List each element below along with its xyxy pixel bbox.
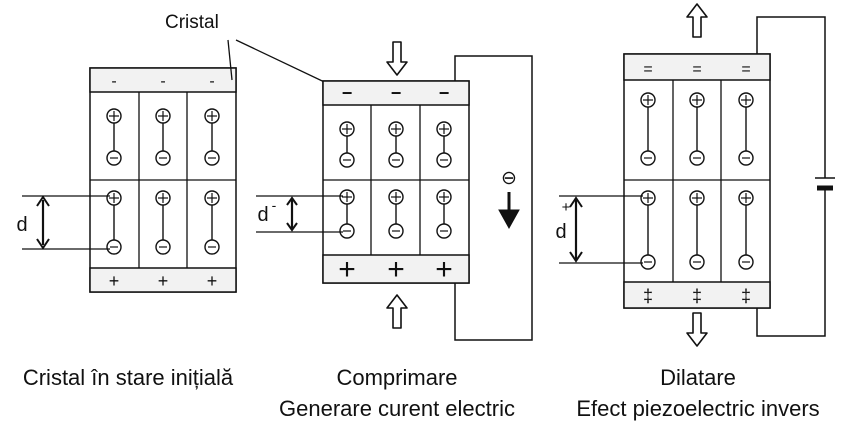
- dipole: [155, 190, 171, 255]
- dipole: [388, 189, 404, 239]
- caption-dilatation-title: Dilatare: [660, 365, 736, 390]
- caption-dilatation-subtitle: Efect piezoelectric invers: [576, 396, 820, 421]
- bottom-sign: +: [387, 253, 405, 286]
- top-electrode: [322, 80, 470, 106]
- top-electrode: [623, 53, 771, 81]
- external-circuit: [756, 16, 826, 337]
- distance-label: d: [16, 214, 27, 236]
- callout-leader: [227, 39, 233, 81]
- bottom-sign: +: [338, 253, 356, 286]
- distance-marker: [22, 195, 110, 250]
- crystal-body: [322, 80, 470, 284]
- bottom-sign: ‡: [741, 286, 751, 306]
- distance-label: d: [257, 204, 268, 226]
- callout-leader: [235, 39, 338, 89]
- distance-label: d: [555, 221, 566, 243]
- caption-initial: Cristal în stare inițială: [22, 365, 234, 390]
- crystal-body: [623, 53, 771, 309]
- top-sign: -: [209, 73, 214, 90]
- dipole: [106, 190, 122, 255]
- top-sign: =: [643, 61, 652, 78]
- dipole: [436, 189, 452, 239]
- distance-plus: +: [562, 199, 571, 216]
- top-sign: =: [741, 61, 750, 78]
- top-sign: -: [111, 73, 116, 90]
- dipole: [106, 108, 122, 166]
- bottom-electrode: [322, 254, 470, 284]
- top-sign: =: [692, 61, 701, 78]
- dipole: [436, 121, 452, 168]
- bottom-sign: +: [435, 253, 453, 286]
- open-arrow-up-icon: [386, 294, 408, 329]
- callout-label: Cristal: [165, 12, 219, 33]
- dipole: [155, 108, 171, 166]
- dipole: [640, 190, 656, 270]
- dipole: [738, 190, 754, 270]
- battery-icon: [815, 177, 835, 191]
- distance-marker: [256, 195, 343, 233]
- dipole: [738, 92, 754, 166]
- bottom-sign: +: [109, 271, 120, 291]
- distance-marker: [559, 195, 643, 264]
- open-arrow-up-icon: [686, 3, 708, 38]
- external-circuit: [454, 55, 533, 341]
- bottom-sign: +: [207, 271, 218, 291]
- top-sign: −: [342, 83, 353, 103]
- bottom-electrode: [89, 267, 237, 293]
- bottom-sign: ‡: [692, 286, 702, 306]
- caption-compression-title: Comprimare: [336, 365, 458, 390]
- bottom-sign: +: [158, 271, 169, 291]
- open-arrow-down-icon: [686, 312, 708, 347]
- cristal-callout: Cristal: [165, 12, 338, 89]
- distance-superscript: -: [272, 197, 277, 213]
- panel-dilatation: = = = ‡ ‡ ‡: [555, 3, 835, 347]
- dipole: [640, 92, 656, 166]
- top-sign: -: [160, 73, 165, 90]
- top-sign: −: [439, 83, 450, 103]
- top-electrode: [89, 67, 237, 93]
- filled-arrow-down-icon: [498, 192, 520, 230]
- panel-compression: − − − + + +: [256, 41, 533, 341]
- dipole: [204, 108, 220, 166]
- bottom-electrode: [623, 281, 771, 309]
- current-symbol: ⊖: [501, 168, 517, 189]
- caption-compression-subtitle: Generare curent electric: [279, 396, 515, 421]
- dipole: [339, 121, 355, 168]
- open-arrow-down-icon: [386, 41, 408, 76]
- top-sign: −: [391, 83, 402, 103]
- dipole: [204, 190, 220, 255]
- dipole: [339, 189, 355, 239]
- dipole: [689, 92, 705, 166]
- dipole: [388, 121, 404, 168]
- dipole: [689, 190, 705, 270]
- panel-initial-crystal: - - - + + +: [16, 67, 237, 293]
- bottom-sign: ‡: [643, 286, 653, 306]
